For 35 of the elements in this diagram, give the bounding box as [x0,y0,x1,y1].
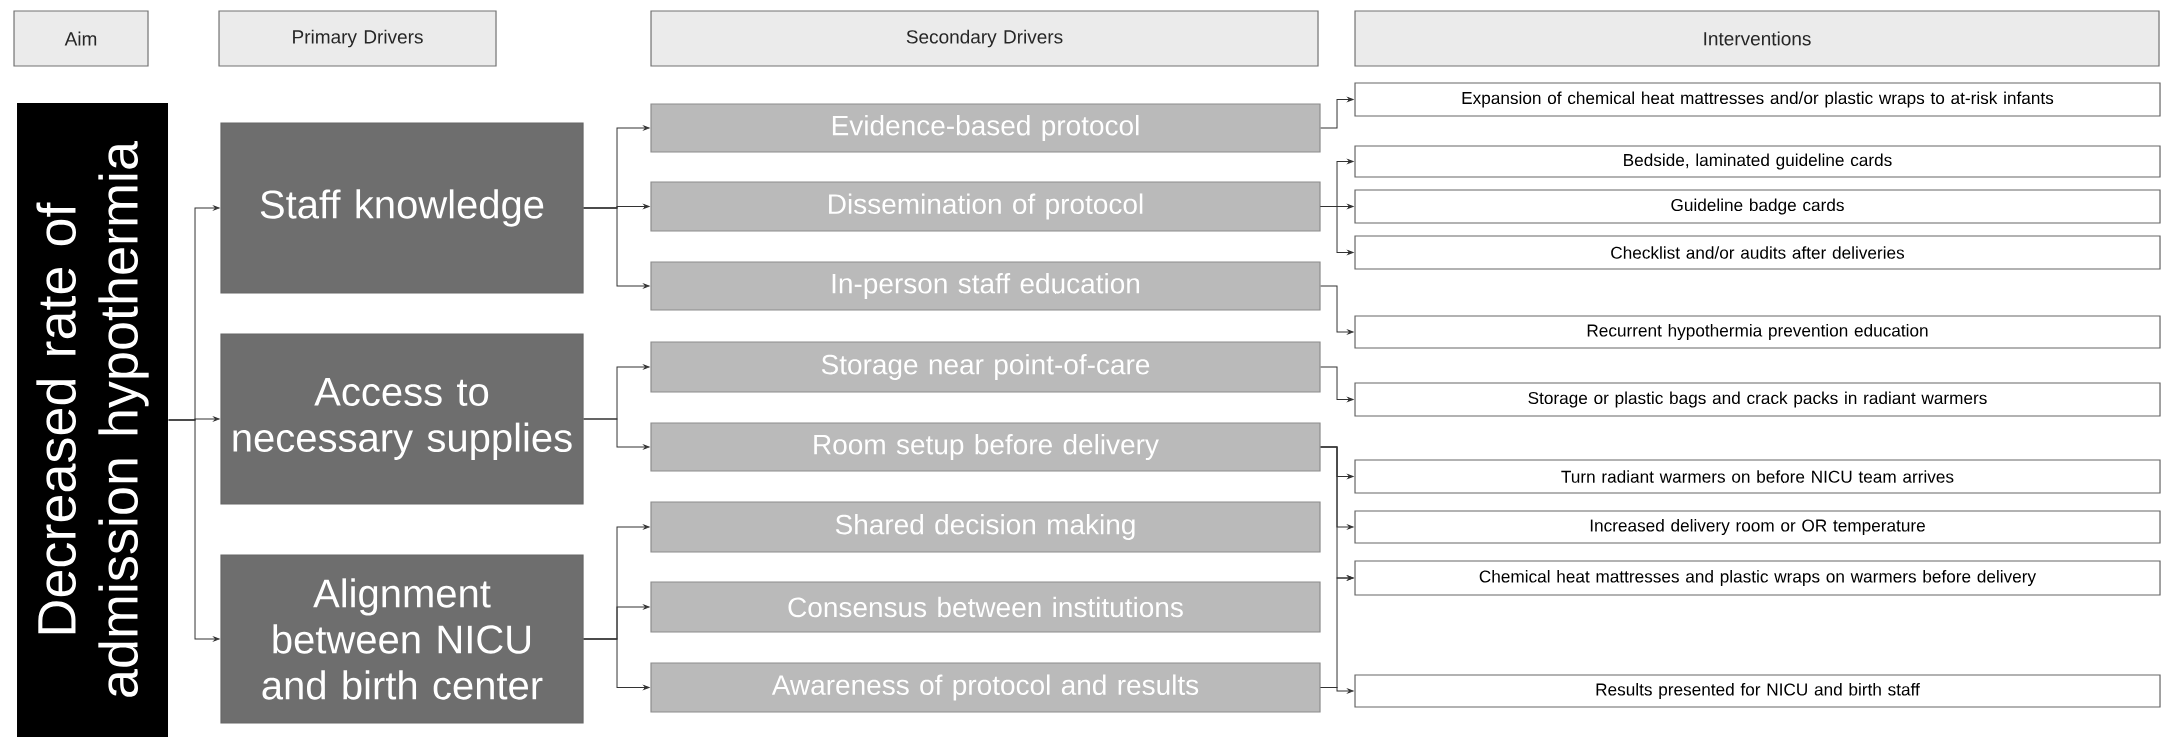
intervention-box: Results presented for NICU and birth staff [1354,674,2161,708]
secondary-driver-box: Consensus between institutions [650,581,1321,633]
header-box: Interventions [1354,10,2160,67]
arrow [1320,366,1354,402]
intervention-box: Storage or plastic bags and crack packs in radiant warmers [1354,382,2161,417]
intervention-box: Guideline badge cards [1354,189,2161,224]
secondary-driver-box: Shared decision making [650,501,1321,553]
secondary-driver-box: In-person staff education [650,261,1321,311]
arrow [583,207,650,289]
intervention-box: Checklist and/or audits after deliveries [1354,235,2161,270]
aim-box: Decreased rate of admission hypothermia [17,103,168,737]
intervention-box: Recurrent hypothermia prevention education [1354,315,2161,349]
arrow [168,419,220,642]
intervention-box: Turn radiant warmers on before NICU team arrives [1354,459,2161,494]
arrow [1320,285,1354,335]
primary-driver-box: Access to necessary supplies [220,333,584,505]
secondary-driver-box: Awareness of protocol and results [650,662,1321,713]
primary-driver-box: Staff knowledge [220,122,584,294]
intervention-box: Increased delivery room or OR temperature [1354,510,2161,544]
intervention-box: Expansion of chemical heat mattresses and/or plastic wraps to at-risk infants [1354,82,2161,117]
header-box: Secondary Drivers [650,10,1319,67]
arrow [583,418,650,450]
header-box: Aim [13,10,149,67]
arrow [1320,97,1354,129]
secondary-driver-box: Room setup before delivery [650,422,1321,472]
arrow [1320,687,1354,694]
secondary-driver-box: Evidence-based protocol [650,103,1321,153]
arrow [583,638,650,690]
intervention-box: Bedside, laminated guideline cards [1354,145,2161,178]
primary-driver-box: Alignment between NICU and birth center [220,554,584,724]
arrow [1320,206,1354,255]
header-box: Primary Drivers [218,10,497,67]
intervention-box: Chemical heat mattresses and plastic wraps on warmers before delivery [1354,560,2161,596]
secondary-driver-box: Storage near point-of-care [650,341,1321,393]
secondary-driver-box: Dissemination of protocol [650,181,1321,232]
